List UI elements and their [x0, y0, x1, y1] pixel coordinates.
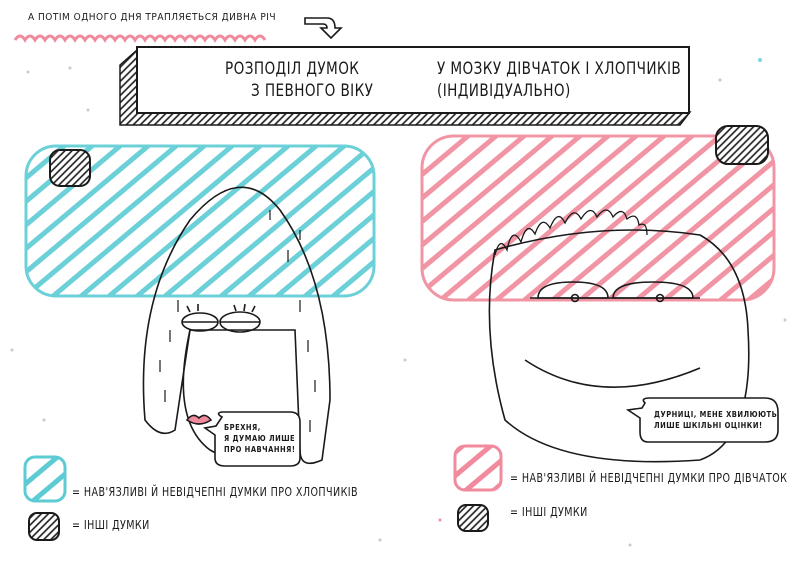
speech-line: лише шкільні оцінки! [654, 421, 763, 430]
obsessive-thoughts-area-blue [24, 144, 376, 298]
boy-speech-bubble [625, 397, 779, 443]
wavy-underline [13, 34, 267, 43]
legend-right-obsessive: = нав'язливі й невідчепні думки про дівч… [510, 470, 788, 485]
banner-left-line1: Розподіл думок [225, 59, 360, 79]
speech-line: я думаю лише [224, 434, 296, 443]
speech-line: Дурниці, мене хвилюють [654, 410, 778, 419]
other-thoughts-area-right [715, 125, 769, 165]
banner-left-line2: з певного віку [251, 81, 374, 101]
legend-right-other: = інші думки [510, 504, 588, 519]
other-thoughts-area-left [49, 149, 91, 187]
legend-left-other: = інші думки [72, 517, 150, 532]
boy-speech-text: Дурниці, мене хвилюють лише шкільні оцін… [654, 409, 777, 431]
legend-swatch-pink [453, 444, 503, 492]
girl-speech-text: Брехня, я думаю лише про навчання! [224, 422, 295, 455]
legend-swatch-blue [23, 455, 67, 503]
legend-swatch-black-left [28, 512, 60, 541]
speech-line: про навчання! [224, 445, 296, 454]
legend-swatch-black-right [457, 504, 489, 532]
legend-left-obsessive: = нав'язливі й невідчепні думки про хлоп… [72, 484, 359, 499]
title-banner [119, 46, 692, 126]
speech-line: Брехня, [224, 423, 261, 432]
banner-right-line2: (індивідуально) [437, 81, 571, 101]
confetti-dots [10, 58, 787, 547]
banner-right-line1: у мозку дівчаток і хлопчиків [437, 59, 682, 79]
girl-speech-bubble [202, 411, 301, 467]
obsessive-thoughts-area-pink [420, 134, 776, 302]
curved-arrow-icon [304, 17, 343, 40]
caption: А потім одного дня трапляється дивна річ [28, 12, 277, 23]
